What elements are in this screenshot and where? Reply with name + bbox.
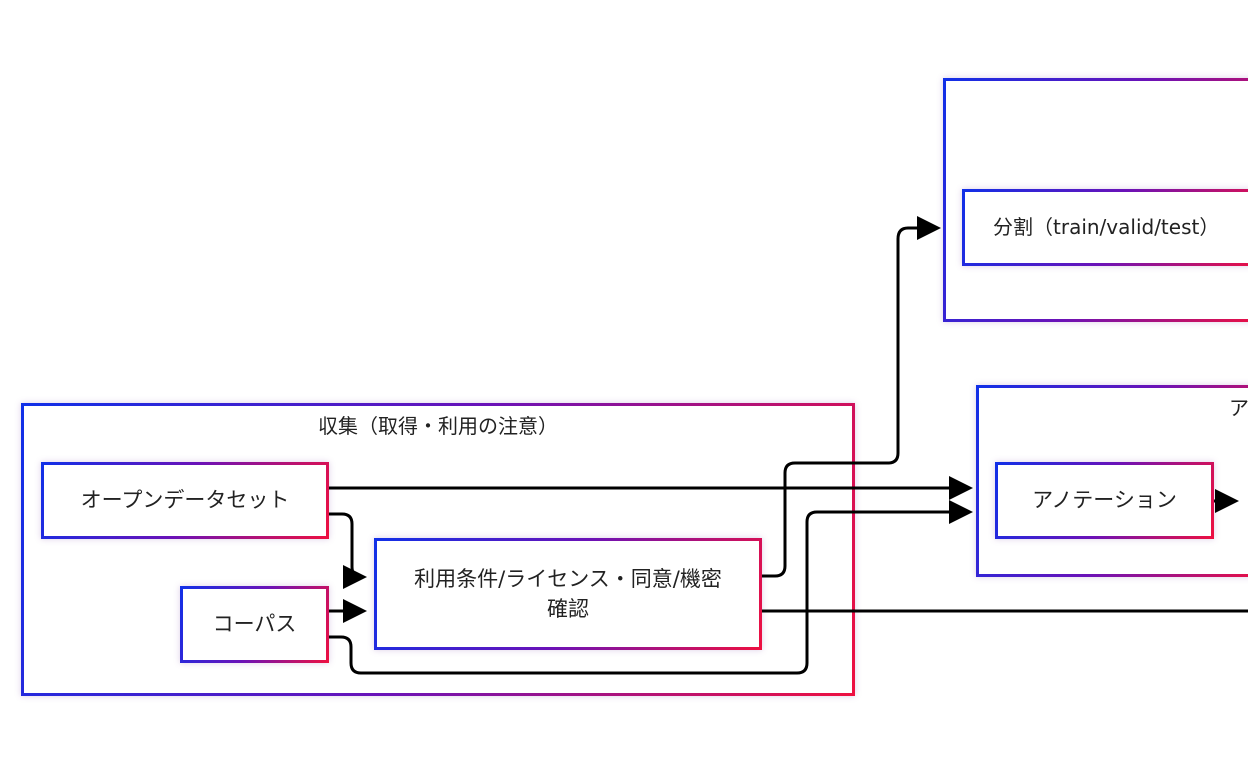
corpus-node: コーパス <box>180 586 329 663</box>
open-dataset-node: オープンデータセット <box>41 462 329 539</box>
edge-open-dataset-to-license <box>329 512 367 589</box>
license-check-node: 利用条件/ライセンス・同意/機密確認 <box>374 538 762 650</box>
annotation-group-label: ア <box>1229 396 1248 420</box>
edge-corpus-to-annotation <box>329 500 973 675</box>
split-node: 分割（train/valid/test） <box>962 189 1248 266</box>
annotation-node: アノテーション <box>995 462 1214 539</box>
open-dataset-label: オープンデータセット <box>80 488 290 513</box>
collection-group-label: 収集（取得・利用の注意） <box>318 414 558 438</box>
edge-license-to-split <box>762 216 941 578</box>
split-label: 分割（train/valid/test） <box>993 215 1220 239</box>
annotation-label: アノテーション <box>1032 488 1177 513</box>
license-check-label: 利用条件/ライセンス・同意/機密確認 <box>414 566 722 621</box>
corpus-label: コーパス <box>212 612 297 637</box>
